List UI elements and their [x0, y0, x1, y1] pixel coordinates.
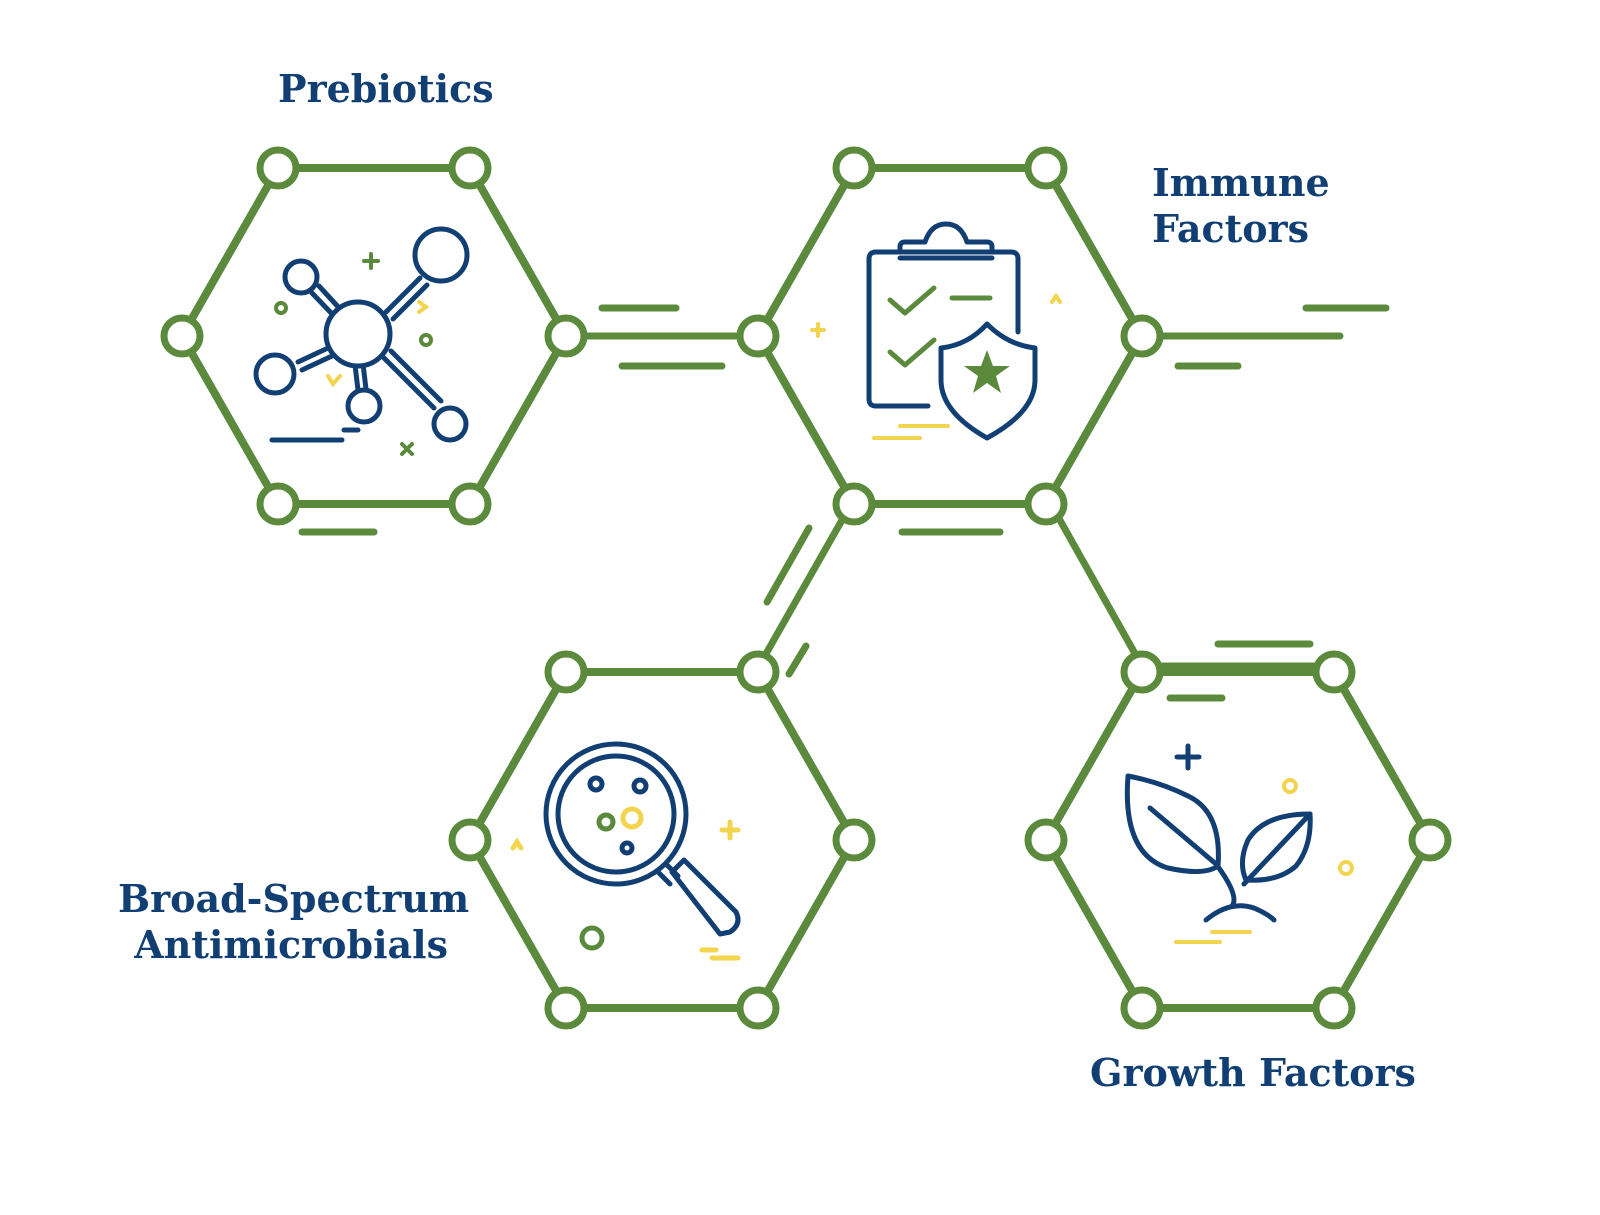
label-prebiotics: Prebiotics — [278, 66, 494, 112]
hex-vertex — [736, 314, 780, 358]
label-prebiotics-text: Prebiotics — [278, 66, 494, 111]
bond-line — [755, 502, 854, 670]
label-immune-line1: Immune — [1152, 160, 1330, 205]
hex-vertex — [1120, 650, 1164, 694]
hex-vertex — [256, 482, 300, 526]
label-broad-spectrum-antimicrobials: Broad-Spectrum Antimicrobials — [118, 876, 470, 968]
hex-vertex — [448, 482, 492, 526]
hex-vertex — [1408, 818, 1452, 862]
connector-bonds — [298, 304, 1390, 702]
hex-vertex — [832, 482, 876, 526]
hexagon-growth — [1024, 650, 1452, 1030]
bond-dash — [763, 524, 813, 606]
hexagon-broad-spectrum — [448, 650, 876, 1030]
hex-vertex — [736, 986, 780, 1030]
label-growth-text: Growth Factors — [1090, 1050, 1416, 1095]
label-broad-line1: Broad-Spectrum — [118, 876, 470, 921]
hex-vertex — [544, 986, 588, 1030]
hex-vertex — [1024, 818, 1068, 862]
molecule-icon — [253, 226, 470, 456]
hex-vertex — [256, 146, 300, 190]
hex-vertex — [160, 314, 204, 358]
bond-dash — [785, 642, 810, 678]
hex-vertex — [1120, 986, 1164, 1030]
hex-vertex — [1312, 986, 1356, 1030]
hex-vertex — [1312, 650, 1356, 694]
hexagon-immune — [736, 146, 1164, 526]
label-immune-factors: Immune Factors — [1152, 160, 1330, 252]
sprout-icon — [1124, 743, 1354, 944]
hex-vertex — [1120, 314, 1164, 358]
bond-line — [1048, 502, 1146, 670]
hex-vertex — [448, 146, 492, 190]
star-icon — [964, 350, 1010, 393]
hex-vertex — [1024, 146, 1068, 190]
hex-vertex — [832, 818, 876, 862]
hex-vertex — [448, 818, 492, 862]
label-immune-line2: Factors — [1152, 206, 1309, 251]
hex-vertex — [1024, 482, 1068, 526]
hex-vertex — [832, 146, 876, 190]
hexagon-prebiotics — [160, 146, 588, 526]
label-growth-factors: Growth Factors — [1090, 1050, 1416, 1096]
hex-vertex — [544, 314, 588, 358]
label-broad-line2: Antimicrobials — [134, 922, 448, 967]
clipboard-shield-icon — [810, 221, 1062, 441]
hex-vertex — [544, 650, 588, 694]
magnifier-microbes-icon — [510, 741, 741, 961]
hex-vertex — [736, 650, 780, 694]
